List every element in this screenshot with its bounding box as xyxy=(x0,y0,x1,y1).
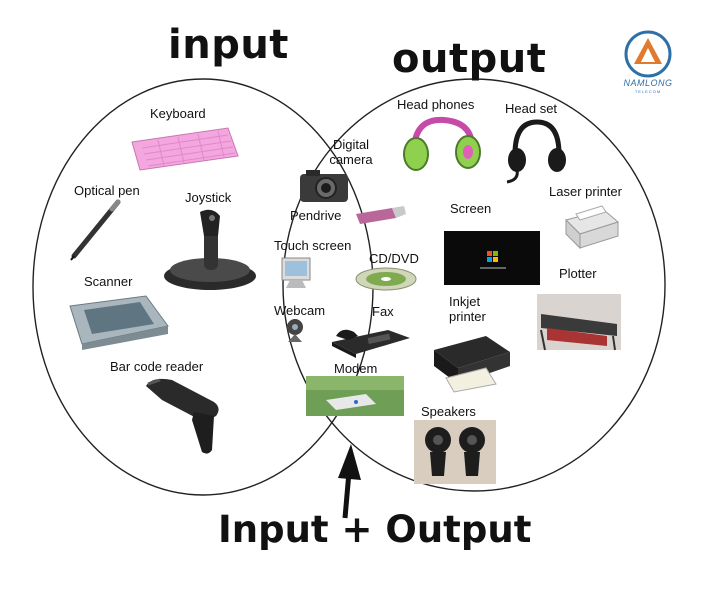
arrow-icon xyxy=(338,444,361,519)
label-scanner: Scanner xyxy=(84,274,133,289)
logo-emblem-icon xyxy=(624,30,672,78)
label-head-phones: Head phones xyxy=(397,97,475,112)
barcode-reader-icon xyxy=(146,378,219,454)
speakers-icon xyxy=(414,420,496,484)
label-cd-dvd: CD/DVD xyxy=(369,251,419,266)
label-touch-screen: Touch screen xyxy=(274,238,352,253)
label-digital-camera-line2: camera xyxy=(329,152,373,167)
head-set-icon xyxy=(506,119,566,184)
label-screen: Screen xyxy=(450,201,492,216)
cd-dvd-icon xyxy=(355,267,417,291)
label-fax: Fax xyxy=(372,304,394,319)
inkjet-printer-icon xyxy=(434,336,510,393)
logo-text: NAMLONG xyxy=(623,78,673,88)
input-title: input xyxy=(168,22,289,68)
label-keyboard: Keyboard xyxy=(150,106,206,121)
touch-screen-icon xyxy=(281,257,311,288)
label-plotter: Plotter xyxy=(559,266,597,281)
logo-subtext: TELECOM xyxy=(634,89,662,94)
label-digital-camera-line1: Digital xyxy=(332,137,370,152)
output-title: output xyxy=(392,36,547,82)
screen-icon xyxy=(444,231,540,285)
label-head-set: Head set xyxy=(505,101,558,116)
label-modem: Modem xyxy=(334,361,378,376)
webcam-icon xyxy=(287,319,303,342)
digital-camera-icon xyxy=(300,170,348,202)
output-circle xyxy=(282,78,666,492)
scanner-icon xyxy=(69,295,169,350)
label-inkjet-line1: Inkjet xyxy=(449,294,481,309)
optical-pen-icon xyxy=(70,199,121,261)
pendrive-icon xyxy=(356,206,406,224)
label-speakers: Speakers xyxy=(421,404,476,419)
label-joystick: Joystick xyxy=(185,190,232,205)
modem-icon xyxy=(306,376,404,416)
label-webcam: Webcam xyxy=(274,303,326,318)
head-phones-icon xyxy=(403,116,481,171)
namlong-logo: NAMLONG TELECOM xyxy=(608,28,688,100)
label-inkjet-line2: printer xyxy=(449,309,486,324)
fax-icon xyxy=(332,329,410,358)
label-barcode-reader: Bar code reader xyxy=(110,359,204,374)
input-output-caption: Input + Output xyxy=(218,508,532,551)
label-pendrive: Pendrive xyxy=(290,208,342,223)
laser-printer-icon xyxy=(565,205,620,250)
joystick-icon xyxy=(164,209,256,290)
label-optical-pen: Optical pen xyxy=(74,183,140,198)
keyboard-icon xyxy=(131,127,239,171)
label-laser-printer: Laser printer xyxy=(549,184,622,199)
plotter-icon xyxy=(537,294,621,351)
